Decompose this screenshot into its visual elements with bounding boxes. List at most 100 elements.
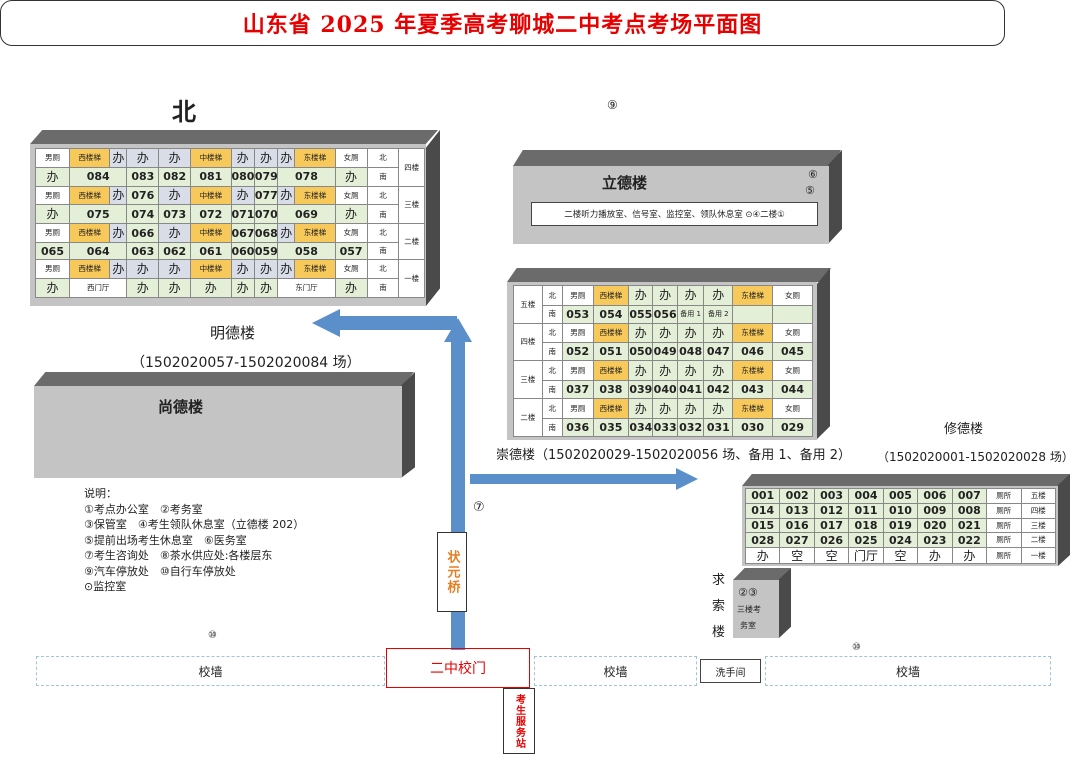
zhuangyuan-bridge: 状元桥 — [437, 532, 467, 612]
table-cell: 厕所 — [986, 517, 1022, 534]
table-cell: 067 — [230, 223, 255, 243]
rest-marker-5: ⑤ — [805, 184, 815, 197]
table-cell: 男厕 — [35, 185, 70, 206]
table-cell: 北 — [541, 322, 563, 344]
table-cell: 办 — [230, 185, 255, 206]
floor-label: 三楼 — [513, 360, 543, 400]
table-cell: 办 — [35, 166, 70, 187]
table-cell: 002 — [779, 488, 815, 504]
table-cell: 004 — [848, 488, 884, 504]
table-cell: 男厕 — [35, 259, 70, 280]
table-cell: 北 — [366, 223, 400, 243]
table-cell: 办 — [277, 185, 296, 206]
table-cell: 051 — [592, 342, 630, 362]
table-cell: 办 — [703, 360, 734, 382]
table-cell: 男厕 — [561, 322, 594, 344]
table-cell: 083 — [126, 166, 160, 187]
table-cell: 男厕 — [561, 398, 594, 419]
table-cell: 079 — [253, 166, 279, 187]
table-cell: 048 — [676, 342, 705, 362]
table-cell: 074 — [126, 204, 160, 225]
table-cell: 办 — [676, 360, 705, 382]
floor-label: 一楼 — [398, 259, 425, 298]
table-cell: 042 — [703, 380, 734, 400]
bike-marker-10-left: ⑩ — [208, 630, 217, 641]
table-cell: 081 — [190, 166, 232, 187]
table-cell: 中楼梯 — [190, 148, 232, 168]
table-cell: 006 — [917, 488, 953, 504]
table-cell: 北 — [541, 285, 563, 306]
table-cell: 门厅 — [848, 547, 884, 564]
table-cell: 东门厅 — [277, 278, 336, 298]
table-cell: 北 — [541, 360, 563, 382]
table-cell: 女厕 — [772, 360, 813, 382]
page-title: 山东省 2025 年夏季高考聊城二中考点考场平面图 — [0, 0, 1005, 46]
table-row: 五楼北男厕西楼梯办办办办东楼梯女厕 — [513, 285, 813, 324]
table-cell: 办 — [676, 322, 705, 344]
legend-line: ①考点办公室 ②考务室 — [84, 502, 203, 516]
mingde-name: 明德楼 — [210, 324, 256, 342]
table-cell: 东楼梯 — [294, 148, 336, 168]
table-cell: 046 — [732, 342, 774, 362]
table-cell: 017 — [813, 517, 850, 534]
table-cell: 四楼 — [1020, 502, 1056, 519]
table-cell: 南 — [366, 204, 400, 225]
table-cell: 024 — [882, 532, 919, 548]
shangde-name: 尚德楼 — [158, 398, 204, 416]
table-cell: 010 — [882, 502, 919, 519]
table-cell: 办 — [652, 322, 678, 344]
table-cell: 东楼梯 — [732, 360, 774, 382]
table-cell: 一楼 — [1020, 547, 1056, 564]
table-cell: 办 — [652, 398, 678, 419]
table-cell: 057 — [334, 241, 368, 261]
table-cell: 064 — [68, 241, 128, 261]
table-cell: 南 — [541, 380, 563, 400]
table-cell: 办 — [253, 148, 279, 168]
table-cell: 男厕 — [35, 148, 70, 168]
table-cell: 办 — [126, 278, 160, 298]
table-cell: 078 — [277, 166, 336, 187]
table-cell: 016 — [779, 517, 815, 534]
table-cell: 北 — [366, 185, 400, 206]
table-cell: 办 — [158, 148, 192, 168]
table-cell: 041 — [676, 380, 705, 400]
table-cell: 037 — [561, 380, 594, 400]
table-row: 男厕西楼梯办办办中楼梯办办办东楼梯女厕北一楼 — [35, 259, 425, 298]
table-row: 办西门厅办办办办办东门厅办南 — [35, 278, 425, 298]
table-cell: 020 — [917, 517, 953, 534]
table-cell: 办 — [253, 278, 279, 298]
table-cell: 西楼梯 — [68, 148, 111, 168]
table-cell: 034 — [628, 417, 654, 438]
table-cell: 办 — [109, 223, 128, 243]
table-cell: 南 — [541, 342, 563, 362]
legend-line: ⊙监控室 — [84, 580, 127, 593]
table-cell: 西楼梯 — [592, 322, 630, 344]
table-cell: 五楼 — [1020, 488, 1056, 504]
table-cell: 办 — [334, 278, 368, 298]
table-cell: 027 — [779, 532, 815, 548]
school-gate: 二中校门 — [386, 648, 530, 688]
table-cell: 办 — [35, 204, 70, 225]
service-station: 考生服务站 — [503, 688, 535, 754]
legend: 说明： ①考点办公室 ②考务室 ③保管室 ④考生领队休息室（立德楼 202） ⑤… — [84, 486, 304, 595]
table-cell: 039 — [628, 380, 654, 400]
table-cell: 049 — [652, 342, 678, 362]
washroom: 洗手间 — [700, 659, 761, 683]
table-cell: 080 — [230, 166, 255, 187]
table-cell: 女厕 — [334, 259, 368, 280]
table-cell: 女厕 — [334, 148, 368, 168]
table-cell: 办 — [917, 547, 953, 564]
table-cell: 三楼 — [1020, 517, 1056, 534]
table-cell: 办 — [158, 278, 192, 298]
table-cell: 036 — [561, 417, 594, 438]
